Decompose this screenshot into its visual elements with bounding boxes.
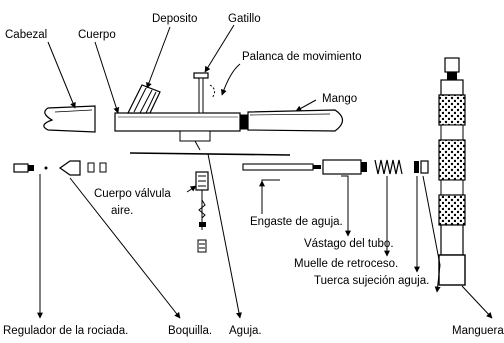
label-manguera: Manguera — [452, 325, 504, 337]
label-gatillo: Gatillo — [228, 13, 261, 25]
leader-lines — [37, 24, 493, 319]
valvula-part — [195, 171, 209, 253]
engaste-part — [242, 163, 321, 171]
label-vastago: Vástago del tubo. — [304, 238, 394, 250]
label-muelle: Muelle de retroceso. — [294, 258, 398, 270]
gatillo-part — [193, 72, 209, 114]
label-mango: Mango — [322, 93, 357, 105]
deposito-part — [127, 84, 161, 114]
boquilla-part — [58, 160, 107, 176]
label-regulador: Regulador de la rociada. — [3, 325, 128, 337]
tuerca-part — [414, 160, 429, 174]
label-aguja: Aguja. — [229, 325, 262, 337]
regulador-part — [13, 163, 48, 173]
label-deposito: Deposito — [152, 13, 197, 25]
vastago-part — [322, 159, 367, 175]
label-boquilla: Boquilla. — [168, 325, 212, 337]
label-cuerpo-valvula-1: Cuerpo válvula — [94, 188, 171, 200]
label-cabezal: Cabezal — [5, 29, 47, 41]
label-engaste: Engaste de aguja. — [250, 216, 343, 228]
cuerpo-part — [114, 112, 249, 151]
label-tuerca: Tuerca sujeción aguja. — [314, 275, 429, 287]
cabezal-part — [43, 105, 96, 133]
label-palanca: Palanca de movimiento — [242, 51, 362, 63]
muelle-spring — [374, 159, 403, 175]
mango-part — [247, 109, 344, 132]
label-cuerpo-valvula-2: aire. — [111, 205, 133, 217]
label-cuerpo: Cuerpo — [78, 29, 116, 41]
manguera-part — [438, 57, 466, 286]
aguja-needle — [129, 152, 291, 156]
